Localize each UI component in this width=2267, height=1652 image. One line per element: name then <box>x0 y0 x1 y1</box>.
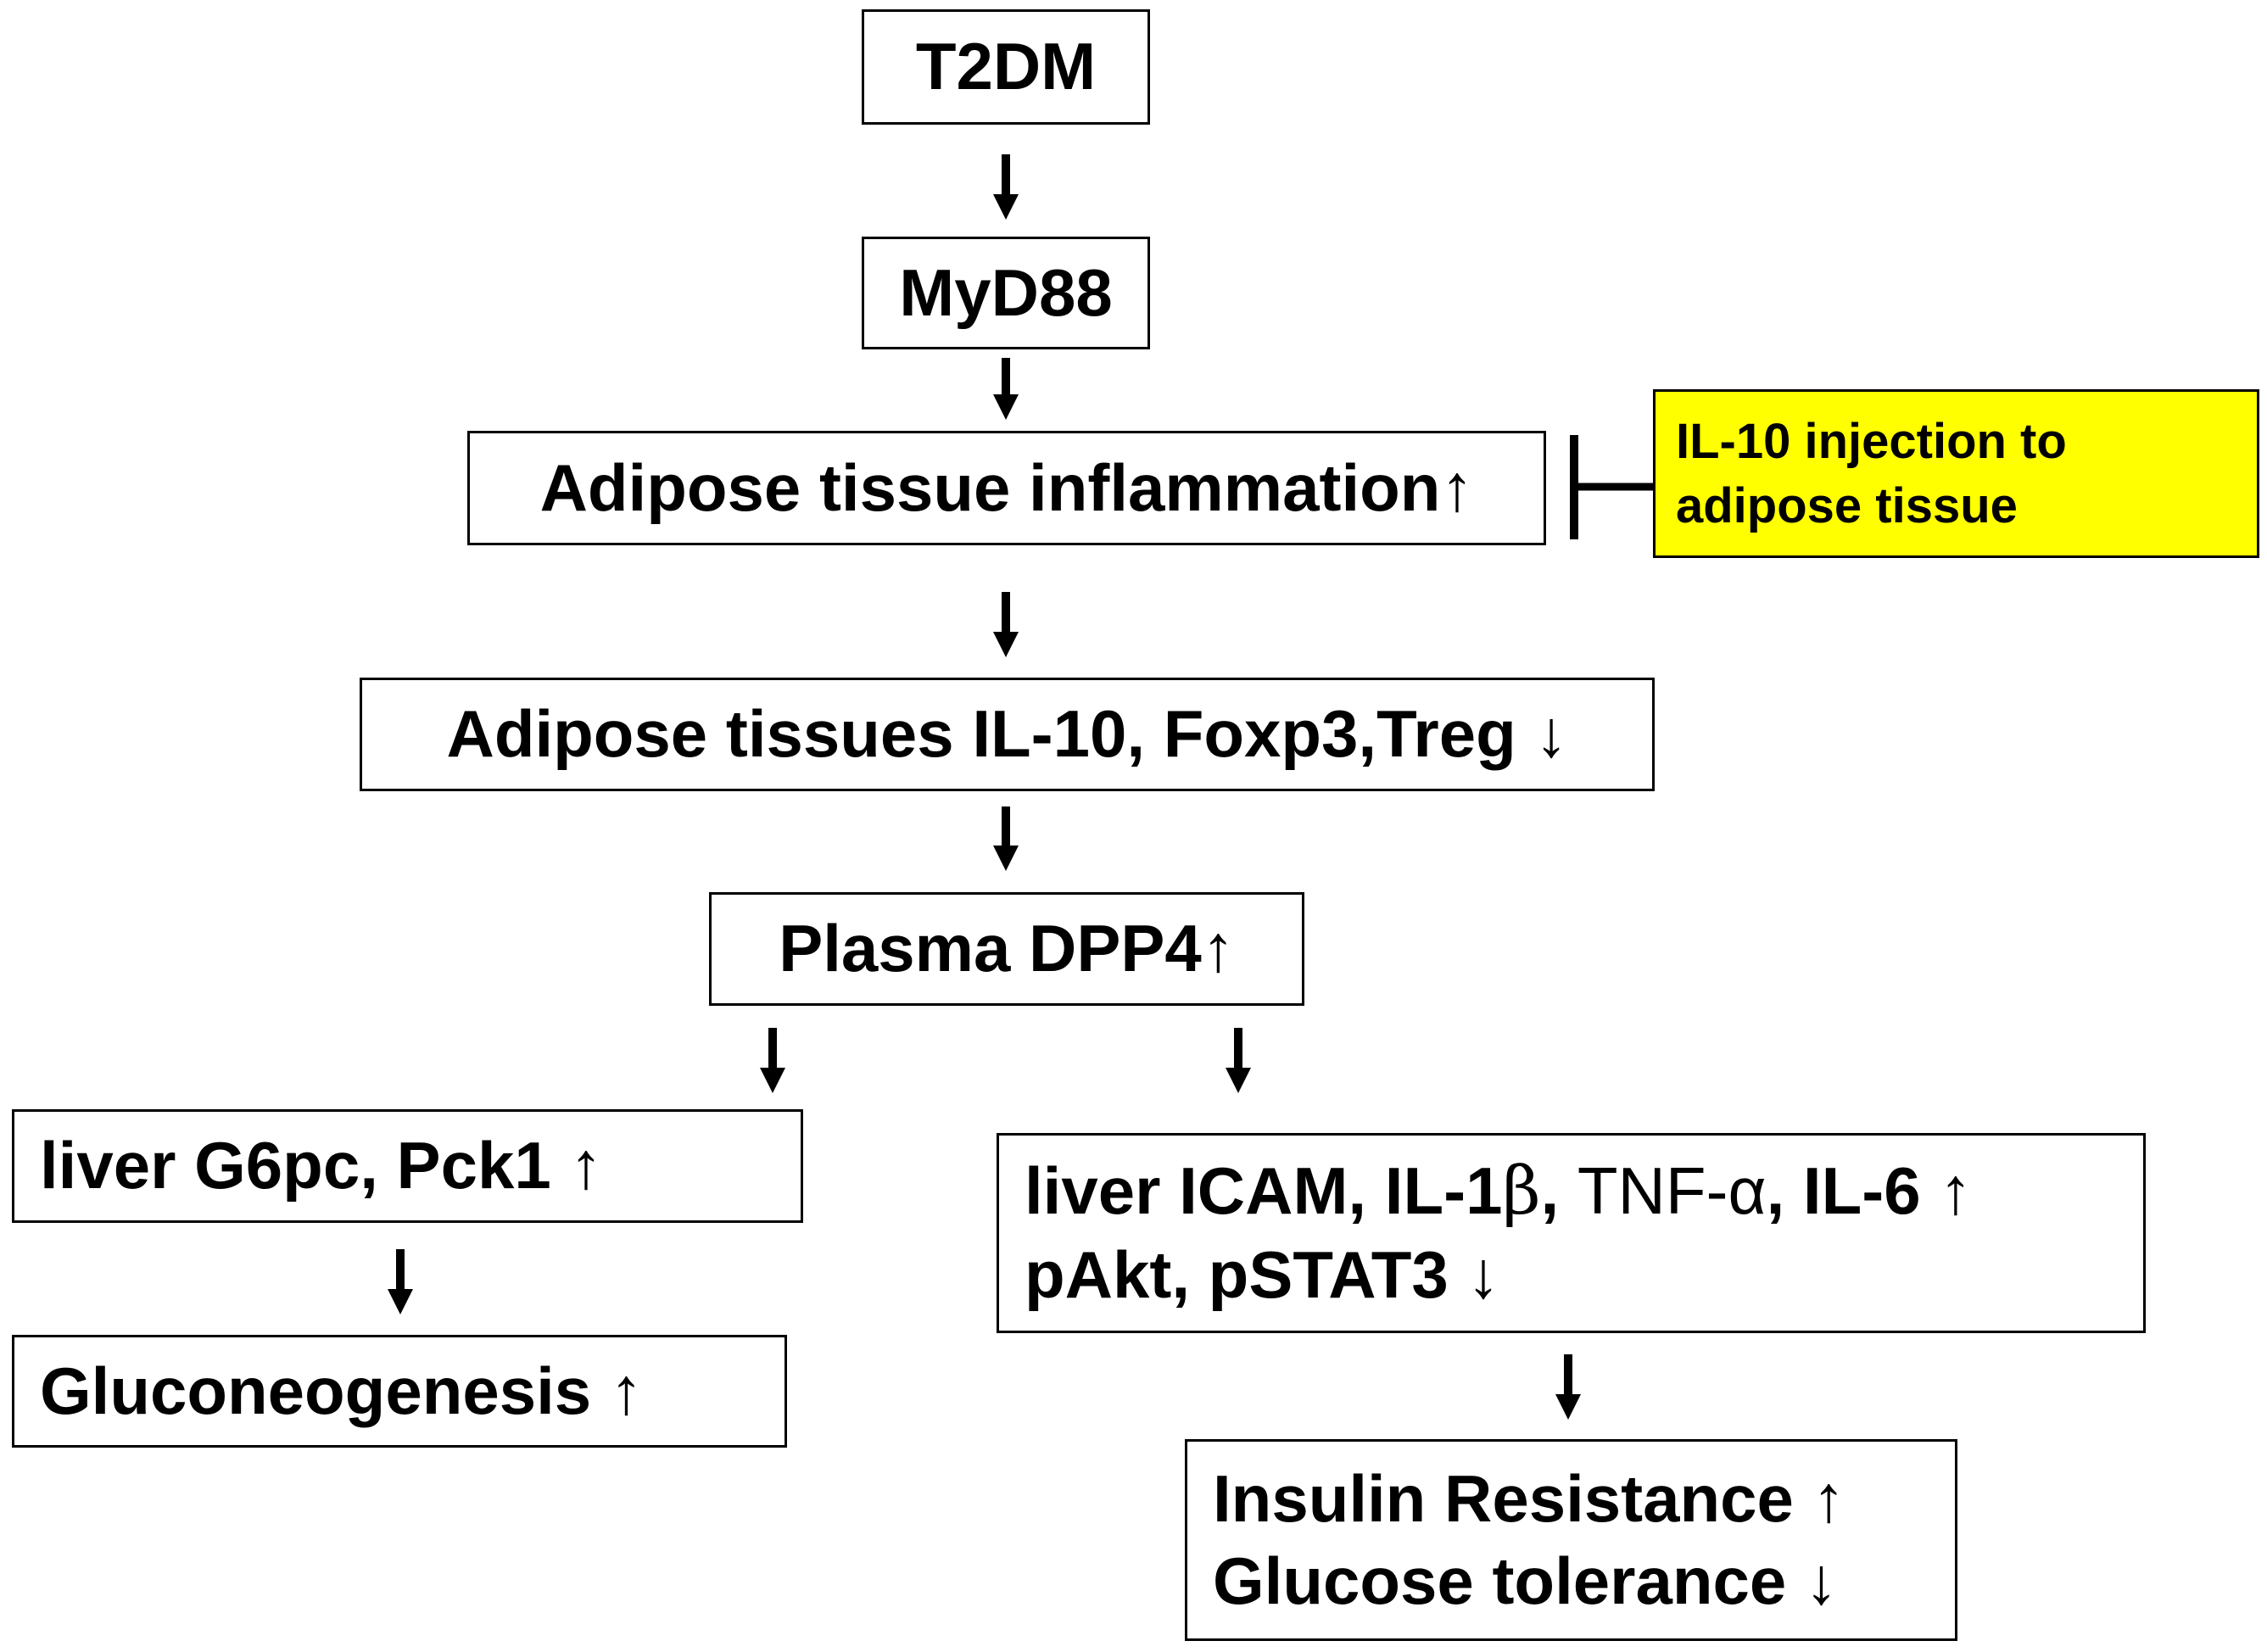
node-insulin-line-1: Insulin Resistance ↑ <box>1213 1460 1845 1536</box>
node-t2dm-label: T2DM <box>915 29 1097 104</box>
liver-icam-part-1: liver ICAM, IL-1 <box>1025 1153 1503 1228</box>
node-gluconeogenesis-label: Gluconeogenesis ↑ <box>40 1353 643 1428</box>
tnf-alpha-label: TNF-α <box>1577 1153 1767 1228</box>
node-adipose-il10-label: Adipose tissues IL-10, Foxp3,Treg ↓ <box>446 696 1568 772</box>
node-liver-g6pc: liver G6pc, Pck1 ↑ <box>12 1109 803 1223</box>
node-insulin-line-2: Glucose tolerance ↓ <box>1213 1543 1838 1618</box>
node-adipose-inflammation-label: Adipose tissue inflammation↑ <box>539 449 1474 525</box>
node-myd88-label: MyD88 <box>899 254 1113 330</box>
node-myd88: MyD88 <box>862 237 1150 349</box>
inhibitor-box: IL-10 injection to adipose tissue <box>1653 389 2259 558</box>
node-adipose-inflammation: Adipose tissue inflammation↑ <box>467 431 1546 545</box>
node-insulin: Insulin Resistance ↑ Glucose tolerance ↓ <box>1185 1439 1957 1641</box>
node-plasma-dpp4-label: Plasma DPP4↑ <box>779 911 1235 986</box>
node-liver-icam-line-2: pAkt, pSTAT3 ↓ <box>1025 1236 1500 1312</box>
liver-icam-part-3: , IL-6 ↑ <box>1766 1153 1973 1228</box>
node-gluconeogenesis: Gluconeogenesis ↑ <box>12 1335 787 1448</box>
liver-icam-part-2: , <box>1540 1153 1577 1228</box>
node-t2dm: T2DM <box>862 9 1150 125</box>
beta-symbol: β <box>1502 1153 1541 1230</box>
inhibitor-line-1: IL-10 injection to <box>1676 414 2067 470</box>
node-liver-icam-line-1: liver ICAM, IL-1β, TNF-α, IL-6 ↑ <box>1025 1150 2143 1234</box>
node-liver-icam: liver ICAM, IL-1β, TNF-α, IL-6 ↑ pAkt, p… <box>997 1133 2146 1333</box>
inhibitor-line-2: adipose tissue <box>1676 477 2018 533</box>
node-liver-g6pc-label: liver G6pc, Pck1 ↑ <box>40 1128 603 1203</box>
node-plasma-dpp4: Plasma DPP4↑ <box>709 892 1304 1006</box>
node-adipose-il10: Adipose tissues IL-10, Foxp3,Treg ↓ <box>360 678 1655 791</box>
